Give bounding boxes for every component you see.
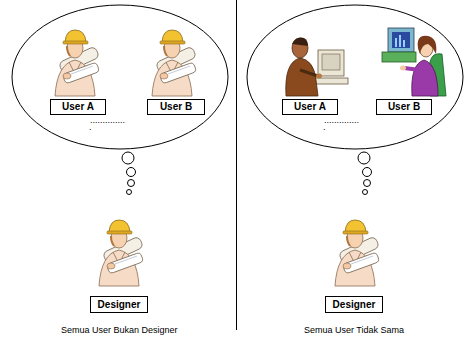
designer-box: Designer xyxy=(90,296,148,313)
ellipsis-dots: .............. xyxy=(324,116,359,125)
user-box: User B xyxy=(147,99,205,115)
ellipsis-dots: . xyxy=(89,123,92,132)
caption-text: Semua User Bukan Designer xyxy=(61,326,178,335)
ellipsis-dots: .............. xyxy=(90,116,125,125)
box-label: User B xyxy=(160,102,192,112)
box-label: User B xyxy=(388,102,420,112)
box-label: User A xyxy=(294,102,326,112)
caption-text: Semua User Tidak Sama xyxy=(304,326,404,335)
box-label: User A xyxy=(62,102,94,112)
user-box: User B xyxy=(376,99,432,115)
designer-box: Designer xyxy=(325,296,383,313)
user-box: User A xyxy=(50,99,106,115)
man-at-computer xyxy=(286,38,348,96)
box-label: Designer xyxy=(333,300,376,310)
ellipsis-dots: . xyxy=(323,123,326,132)
woman-at-computer xyxy=(382,28,446,96)
box-label: Designer xyxy=(98,300,141,310)
user-box: User A xyxy=(282,99,338,115)
